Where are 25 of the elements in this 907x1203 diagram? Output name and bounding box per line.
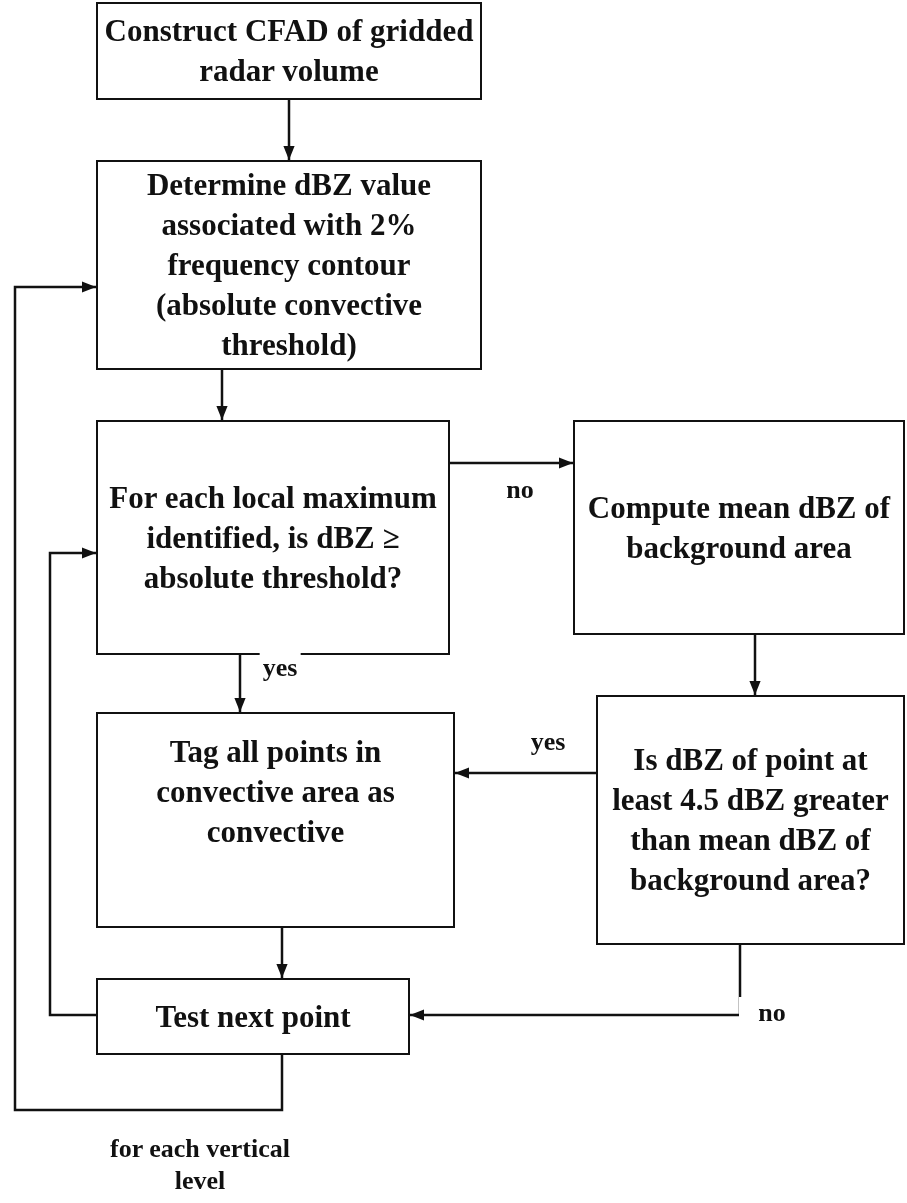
node-text: Test next point: [155, 997, 351, 1036]
arrow: [13, 281, 284, 1112]
process-box: [96, 2, 482, 100]
arrow: [216, 370, 228, 420]
node-text: Tag all points in convective area as convective: [155, 733, 396, 851]
process-box: [96, 160, 482, 370]
arrow: [48, 547, 96, 1017]
edge-label: yes: [259, 652, 301, 684]
arrow: [234, 655, 246, 712]
node-text: Determine dBZ value associated with 2% frequency contour (absolute convective threshold): [145, 166, 433, 364]
node-text: Construct CFAD of gridded radar volume: [104, 12, 474, 90]
arrow: [283, 100, 295, 160]
process-box: [573, 420, 905, 635]
node-text: Is dBZ of point at least 4.5 dBZ greater than mean dBZ of background area?: [611, 741, 890, 899]
node-text: Compute mean dBZ of background area: [586, 488, 892, 567]
process-box: [96, 978, 410, 1055]
arrow: [450, 457, 573, 469]
arrow: [455, 767, 596, 779]
node-text: For each local maximum identified, is dBZ ≥ absolute threshold?: [108, 478, 438, 597]
arrow: [749, 635, 761, 695]
process-box: [596, 695, 905, 945]
arrow: [276, 928, 288, 978]
process-box: [96, 420, 450, 655]
arrow: [410, 945, 742, 1021]
process-box: [96, 712, 455, 928]
